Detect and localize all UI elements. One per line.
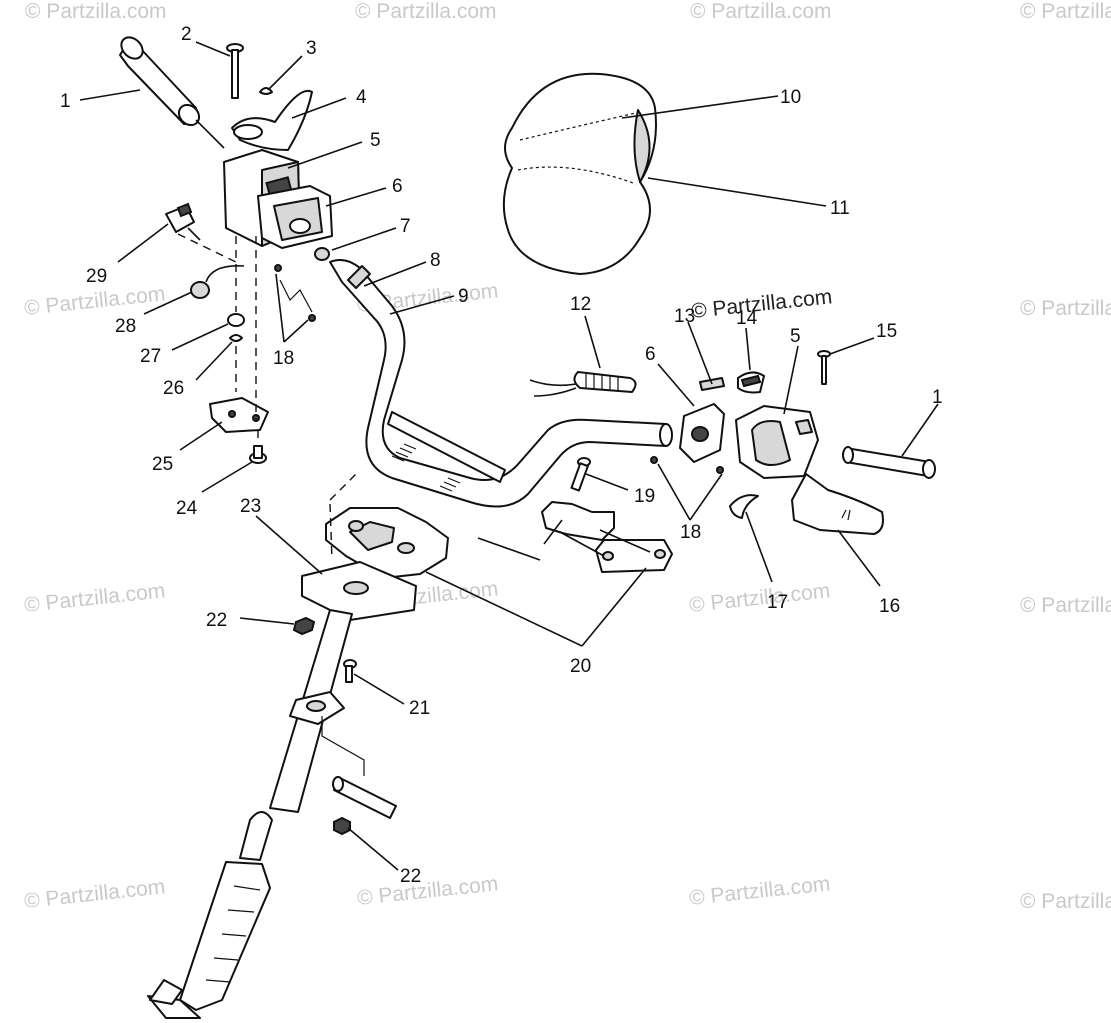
part-bolt-bracket <box>249 445 267 464</box>
watermark: © Partzilla.com <box>1020 0 1111 23</box>
callout-12: 12 <box>570 294 591 315</box>
callout-10: 10 <box>780 87 801 108</box>
callout-13: 13 <box>674 306 695 327</box>
callout-27: 27 <box>140 346 161 367</box>
part-brake-lever-left <box>231 89 313 151</box>
callout-18-right: 18 <box>680 522 701 543</box>
callout-23: 23 <box>240 496 261 517</box>
callout-14: 14 <box>736 308 758 329</box>
part-post-bolt <box>343 659 357 683</box>
part-throttle-housing-right <box>735 405 819 479</box>
part-pin <box>332 776 397 819</box>
part-handlebar <box>329 259 673 508</box>
part-clip-right <box>729 494 759 519</box>
watermark: © Partzilla.com <box>23 579 166 617</box>
part-small-screws-right <box>650 456 724 474</box>
watermark: © Partzilla.com <box>1020 890 1111 913</box>
part-mount-bracket <box>209 397 269 433</box>
part-throttle-lever <box>737 371 765 394</box>
part-handlebar-pad <box>502 72 657 275</box>
watermark: © Partzilla.com <box>23 875 166 913</box>
callout-5-right: 5 <box>790 326 801 347</box>
callout-6-right: 6 <box>645 344 656 365</box>
callout-1: 1 <box>60 91 71 112</box>
callout-22: 22 <box>206 610 227 631</box>
callout-18: 18 <box>273 348 294 369</box>
callout-3: 3 <box>306 38 317 59</box>
part-housing-cover-right <box>679 403 725 463</box>
callout-2: 2 <box>181 24 192 45</box>
callout-11: 11 <box>830 198 850 219</box>
leader-lines <box>79 41 939 871</box>
callout-labels: 1 2 3 4 5 6 7 8 9 10 11 12 13 14 5 15 6 … <box>60 24 943 887</box>
watermark: © Partzilla.com <box>688 579 831 617</box>
watermark: © Partzilla.com <box>690 0 832 23</box>
part-mounting-plate <box>301 561 417 621</box>
part-lock-washer <box>229 334 243 342</box>
part-throttle-cable <box>529 371 637 397</box>
part-clamp-base <box>325 507 449 579</box>
callout-29: 29 <box>86 266 107 287</box>
callout-15: 15 <box>876 321 897 342</box>
watermark-prominent: © Partzilla.com <box>690 285 833 323</box>
callout-26: 26 <box>163 378 184 399</box>
part-clamp-bolt <box>570 457 591 492</box>
watermark: © Partzilla.com <box>356 872 499 910</box>
part-kill-switch <box>165 202 201 241</box>
part-grip-right <box>842 446 936 479</box>
callout-16: 16 <box>879 596 900 617</box>
watermark: © Partzilla.com <box>688 872 831 910</box>
callout-21: 21 <box>409 698 430 719</box>
part-bushing <box>314 247 330 261</box>
callout-17: 17 <box>767 592 788 613</box>
callout-7: 7 <box>400 216 411 237</box>
part-nut-lower <box>333 816 351 836</box>
watermark: © Partzilla.com <box>1020 594 1111 617</box>
watermark: © Partzilla.com <box>355 0 497 23</box>
assembly-lines-center <box>329 473 647 647</box>
callout-5: 5 <box>370 130 381 151</box>
part-small-screws-left <box>274 264 316 322</box>
callout-6: 6 <box>392 176 403 197</box>
part-screw-right <box>817 350 831 385</box>
assembly-line-lower <box>321 716 365 776</box>
part-washer <box>227 313 245 327</box>
assembly-lines-left <box>177 233 313 444</box>
callout-19: 19 <box>634 486 655 507</box>
callout-25: 25 <box>152 454 173 475</box>
part-wire-nut <box>190 265 245 299</box>
callout-24: 24 <box>176 498 198 519</box>
callout-4: 4 <box>356 87 367 108</box>
callout-28: 28 <box>115 316 136 337</box>
part-steering-post <box>147 609 353 1019</box>
callout-1-right: 1 <box>932 387 943 408</box>
watermark: © Partzilla.com <box>1020 297 1111 320</box>
part-handlebar-clamp-top <box>541 501 673 573</box>
part-brake-lever-right <box>791 473 884 535</box>
callout-9: 9 <box>458 286 469 307</box>
callout-8: 8 <box>430 250 441 271</box>
part-grip-left <box>119 36 225 149</box>
watermark: © Partzilla.com <box>25 0 167 23</box>
callout-22-lower: 22 <box>400 866 421 887</box>
callout-20: 20 <box>570 656 591 677</box>
part-screw-top <box>226 43 244 99</box>
part-nut-upper <box>292 616 316 636</box>
part-switch-housing-left <box>223 149 333 249</box>
